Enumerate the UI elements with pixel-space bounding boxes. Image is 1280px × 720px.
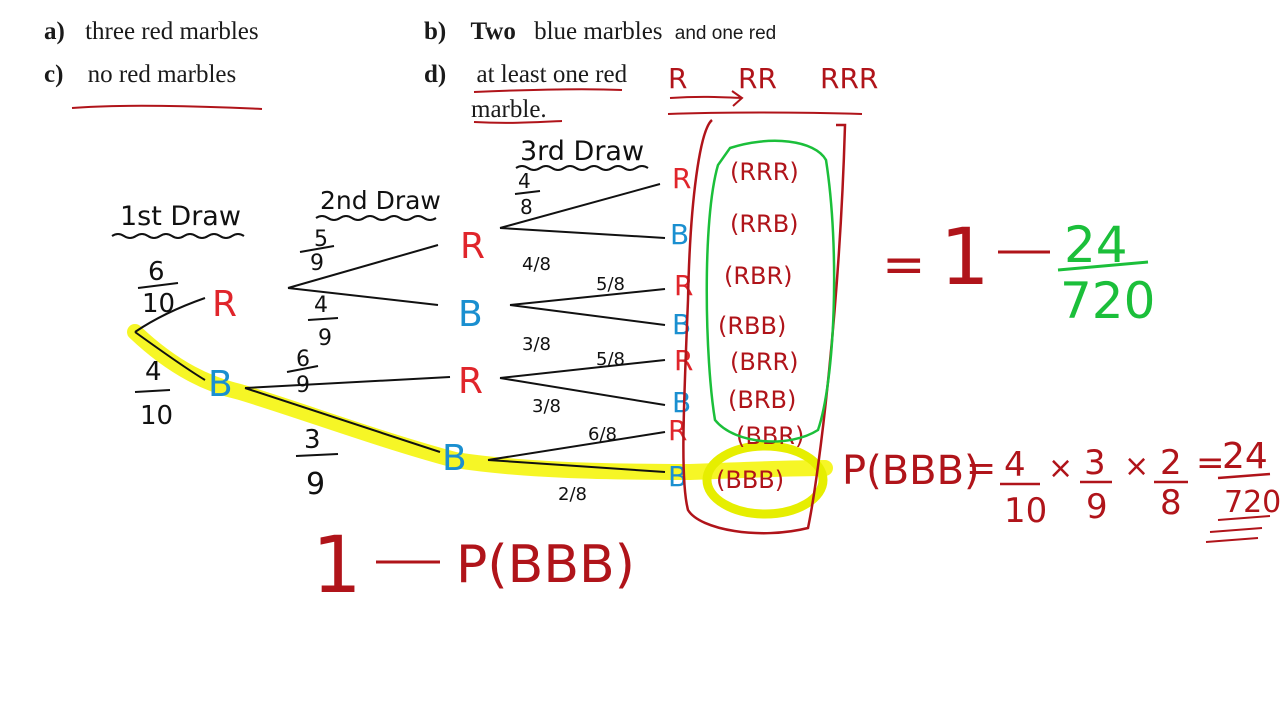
svg-text:4/8: 4/8	[522, 254, 551, 275]
svg-text:B: B	[670, 218, 689, 251]
svg-text:9: 9	[306, 467, 325, 502]
svg-text:3/8: 3/8	[522, 334, 551, 355]
svg-text:8: 8	[1160, 483, 1182, 523]
svg-text:2/8: 2/8	[558, 484, 587, 505]
svg-text:720: 720	[1060, 272, 1155, 330]
tree-branches	[134, 183, 666, 473]
svg-text:10: 10	[1004, 491, 1047, 531]
svg-text:(BRR): (BRR)	[730, 348, 799, 376]
svg-text:24: 24	[1222, 436, 1268, 477]
svg-text:R: R	[668, 62, 687, 95]
svg-text:9: 9	[296, 373, 310, 398]
svg-text:6: 6	[148, 257, 165, 287]
underline-rrr	[667, 111, 863, 115]
svg-text:5: 5	[314, 227, 328, 252]
svg-text:(RRR): (RRR)	[730, 158, 799, 186]
squiggle-1st	[111, 233, 245, 239]
heading-3rd-draw: 3rd Draw	[520, 136, 644, 167]
outcomes-list: (RRR) (RRB) (RBR) (RBB) (BRR) (BRB) (BBR…	[716, 158, 804, 494]
svg-text:1: 1	[940, 213, 990, 303]
squiggle-3rd	[515, 165, 649, 171]
node-1-r: R	[212, 284, 237, 325]
svg-text:720: 720	[1224, 485, 1280, 520]
svg-text:6/8: 6/8	[588, 424, 617, 445]
leaf-labels: R B R B R B R B	[668, 162, 693, 493]
underline-d2	[473, 120, 563, 124]
svg-text:3: 3	[1084, 443, 1106, 483]
svg-text:4: 4	[1004, 445, 1026, 485]
svg-text:8: 8	[520, 195, 533, 219]
node-1-b: B	[208, 364, 233, 405]
svg-text:B: B	[668, 460, 687, 493]
node-2-rr: R	[460, 226, 485, 267]
highlight-path	[127, 324, 833, 481]
svg-text:P(BBB): P(BBB)	[842, 448, 980, 494]
svg-text:5/8: 5/8	[596, 274, 625, 295]
svg-text:R: R	[672, 162, 691, 195]
question-d: d) at least one red	[424, 61, 628, 88]
node-2-br: R	[458, 361, 483, 402]
svg-text:9: 9	[310, 251, 324, 276]
svg-text:(BBR): (BBR)	[736, 422, 804, 450]
arrow-r-to-rr	[669, 90, 744, 107]
svg-text:6: 6	[296, 347, 310, 372]
svg-text:(RRB): (RRB)	[730, 210, 799, 238]
heading-1st-draw: 1st Draw	[120, 201, 241, 232]
svg-text:RR: RR	[738, 62, 777, 95]
svg-text:×: ×	[1048, 451, 1073, 486]
green-loop	[705, 139, 836, 443]
one-minus-pbbb: 1 P(BBB)	[312, 521, 635, 611]
question-d-line2: marble.	[471, 96, 547, 123]
fractions-1st: 6 10 4 10	[134, 257, 179, 431]
question-a: a) three red marbles	[44, 18, 259, 45]
svg-text:10: 10	[142, 289, 175, 319]
svg-text:×: ×	[1124, 449, 1149, 484]
svg-text:R: R	[674, 344, 693, 377]
svg-text:3/8: 3/8	[532, 396, 561, 417]
squiggle-2nd	[315, 215, 437, 221]
heading-2nd-draw: 2nd Draw	[320, 186, 441, 215]
question-b: b) Two blue marbles and one red	[424, 18, 777, 45]
svg-text:=: =	[966, 448, 996, 489]
svg-text:4: 4	[518, 169, 531, 193]
svg-text:10: 10	[140, 401, 173, 431]
svg-text:(BRB): (BRB)	[728, 386, 796, 414]
node-2-bb: B	[442, 438, 467, 479]
underline-c	[71, 104, 263, 110]
svg-text:5/8: 5/8	[596, 349, 625, 370]
p-bbb-calculation: P(BBB) = 4 10 × 3 9 × 2 8 = 24 720	[842, 436, 1280, 543]
highlight-bbb-circle	[702, 441, 828, 519]
svg-text:=: =	[882, 235, 926, 295]
question-c: c) no red marbles	[44, 61, 237, 88]
svg-text:B: B	[672, 386, 691, 419]
svg-text:(BBB): (BBB)	[716, 466, 784, 494]
node-2-rb: B	[458, 294, 483, 335]
svg-text:2: 2	[1160, 443, 1182, 483]
svg-text:4: 4	[145, 357, 162, 387]
r-sequence-note: R RR RRR	[668, 62, 878, 95]
svg-text:9: 9	[318, 326, 332, 351]
svg-text:(RBB): (RBB)	[718, 312, 786, 340]
fractions-2nd: 5 9 4 9 6 9 3 9	[286, 227, 339, 502]
svg-text:3: 3	[304, 425, 321, 455]
svg-text:R: R	[674, 269, 693, 302]
svg-text:RRR: RRR	[820, 62, 878, 95]
svg-text:(RBR): (RBR)	[724, 262, 793, 290]
svg-text:1: 1	[312, 521, 362, 611]
complement-result: = 1 24 720	[882, 213, 1155, 330]
svg-text:P(BBB): P(BBB)	[456, 535, 635, 595]
underline-d	[473, 88, 623, 93]
fractions-3rd: 4 8 4/8 5/8 3/8 5/8 3/8 6/8 2/8	[514, 169, 625, 505]
svg-text:=: =	[1196, 443, 1225, 483]
svg-text:4: 4	[314, 293, 328, 318]
svg-text:9: 9	[1086, 487, 1108, 527]
